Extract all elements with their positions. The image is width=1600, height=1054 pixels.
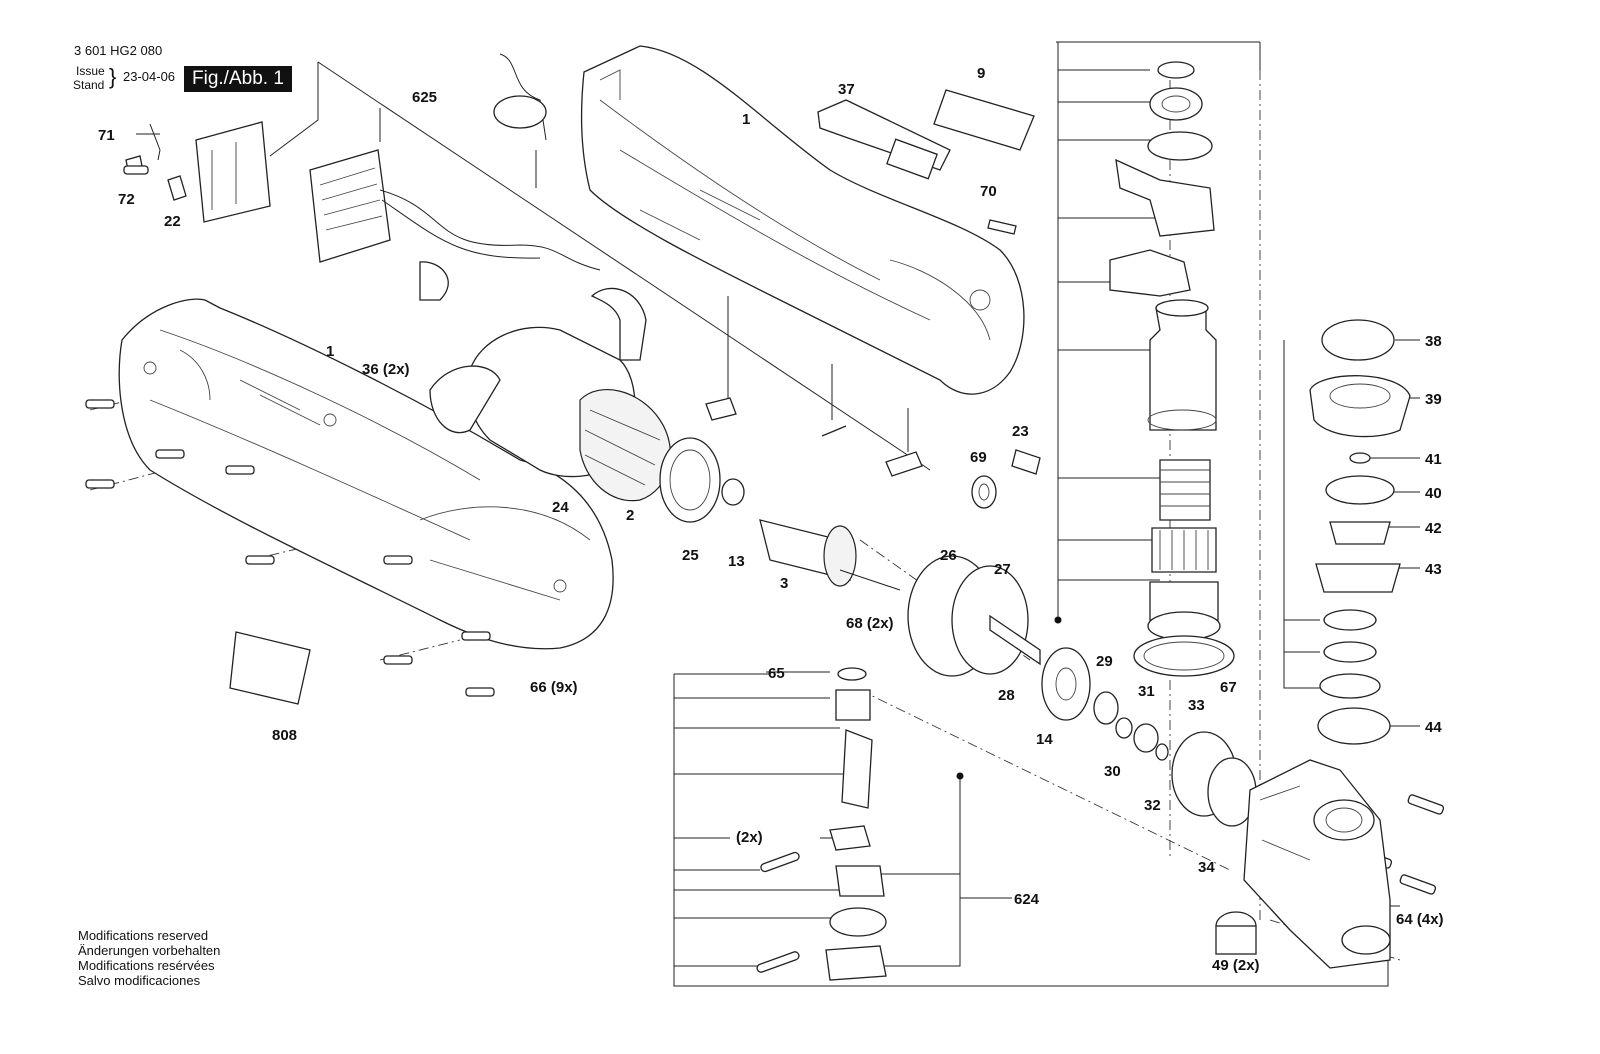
gear-parts: [907, 555, 1257, 827]
callout-49: 49 (2x): [1212, 957, 1260, 974]
motor-assembly: [429, 287, 901, 591]
callout-39: 39: [1425, 391, 1442, 408]
electronics-module: [125, 53, 601, 301]
callout-13: 13: [728, 553, 745, 570]
spindle-stack: [1109, 61, 1235, 677]
housing-half-right: [580, 45, 1025, 395]
callout-22: 22: [164, 213, 181, 230]
issue-date: 23-04-06: [123, 69, 176, 84]
callout-43: 43: [1425, 561, 1442, 578]
callout-23: 23: [1012, 423, 1029, 440]
callout-41: 41: [1425, 451, 1442, 468]
label-plates: [229, 631, 311, 705]
callout-42: 42: [1425, 520, 1442, 537]
callout-625: 625: [412, 89, 437, 106]
stand-label: Stand: [73, 78, 105, 92]
callout-69: 69: [970, 449, 987, 466]
callout-37: 37: [838, 81, 855, 98]
issue-label: Issue: [76, 64, 105, 78]
callout-72: 72: [118, 191, 135, 208]
note-de: Änderungen vorbehalten: [78, 943, 221, 958]
callout-67: 67: [1220, 679, 1237, 696]
callout-44: 44: [1425, 719, 1442, 736]
callout-26: 26: [940, 547, 957, 564]
callout-31: 31: [1138, 683, 1155, 700]
callout-808: 808: [272, 727, 297, 744]
callout-29: 29: [1096, 653, 1113, 670]
clamping-parts: [1309, 319, 1411, 745]
callout-68: 68 (2x): [846, 615, 894, 632]
housing-half-left: [118, 298, 614, 650]
callouts: 625 9 37 1 71 72 22 70 1 36 (2x) 38 39 2…: [98, 65, 1444, 974]
callout-66: 66 (9x): [530, 679, 578, 696]
note-en: Modifications reserved: [78, 928, 209, 943]
callout-3: 3: [780, 575, 788, 592]
note-fr: Modifications resérvées: [78, 958, 215, 973]
callout-65: 65: [768, 665, 785, 682]
callout-40: 40: [1425, 485, 1442, 502]
callout-64: 64 (4x): [1396, 911, 1444, 928]
small-parts-upper: [705, 89, 1041, 509]
callout-27: 27: [994, 561, 1011, 578]
figure-label: Fig./Abb. 1: [184, 66, 292, 92]
gear-head: [1215, 759, 1391, 969]
spindle-lock: [756, 667, 887, 981]
callout-24: 24: [552, 499, 569, 516]
callout-36: 36 (2x): [362, 361, 410, 378]
callout-9: 9: [977, 65, 985, 82]
callout-2: 2: [626, 507, 634, 524]
note-es: Salvo modificaciones: [78, 973, 201, 988]
callout-28: 28: [998, 687, 1015, 704]
callout-30: 30: [1104, 763, 1121, 780]
callout-38: 38: [1425, 333, 1442, 350]
leader-lines: [136, 41, 1420, 987]
callout-70: 70: [980, 183, 997, 200]
callout-14: 14: [1036, 731, 1053, 748]
callout-624: 624: [1014, 891, 1040, 908]
callout-34: 34: [1198, 859, 1215, 876]
callout-2x: (2x): [736, 829, 763, 846]
callout-32: 32: [1144, 797, 1161, 814]
part-number: 3 601 HG2 080: [74, 43, 163, 58]
callout-33: 33: [1188, 697, 1205, 714]
callout-1a: 1: [742, 111, 750, 128]
callout-25: 25: [682, 547, 699, 564]
callout-1b: 1: [326, 343, 334, 360]
modifications-notice: Modifications reserved Änderungen vorbeh…: [78, 928, 220, 988]
callout-71: 71: [98, 127, 115, 144]
issue-brace: }: [109, 64, 117, 89]
